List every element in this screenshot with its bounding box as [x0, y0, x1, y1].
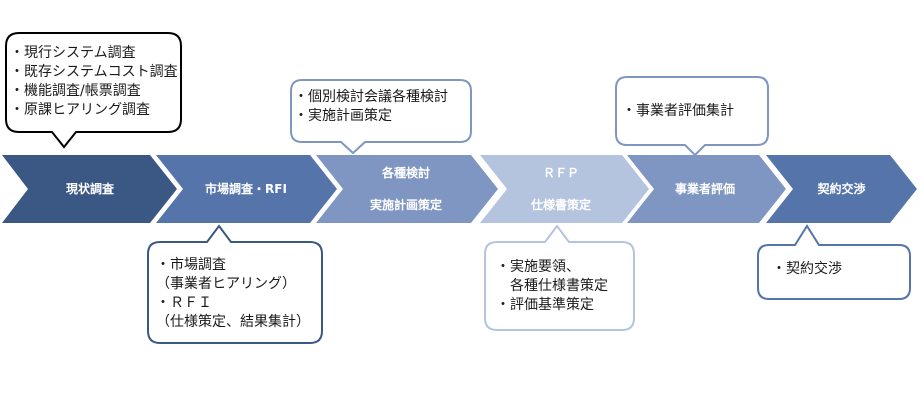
stage-3-label: 各種検討 実施計画策定 — [369, 166, 442, 212]
callout-genjo-text: ・現行システム調査 ・既存システムコスト調査 ・機能調査/帳票調査 ・原課ヒアリ… — [10, 45, 178, 118]
stage-5-label: 事業者評価 — [674, 182, 735, 196]
callout-jigyosha-text: ・事業者評価集計 — [622, 103, 734, 119]
stage-2-chevron — [156, 155, 337, 223]
stage-1-chevron — [2, 155, 177, 223]
callout-keiyaku-text: ・契約交渉 — [772, 261, 842, 277]
stage-1-label: 現状調査 — [65, 182, 114, 196]
callout-jigyosha-shape — [615, 76, 769, 157]
callout-rfp-shape — [484, 224, 635, 331]
callout-rfp-text: ・実施要領、 各種仕様書策定 ・評価基準策定 — [496, 259, 608, 313]
callout-kakushu-shape — [290, 79, 472, 155]
stage-5-chevron — [627, 155, 786, 223]
stage-4-label: ＲＦＰ 仕様書策定 — [530, 166, 591, 212]
stage-2-label: 市場調査・RFI — [205, 182, 287, 196]
callout-shijo-shape — [147, 224, 323, 344]
callout-shijo-text: ・市場調査 （事業者ヒアリング） ・ＲＦＩ （仕様策定、結果集計） — [156, 257, 310, 330]
callout-genjo-shape — [5, 32, 182, 149]
stage-3-chevron — [316, 155, 498, 223]
stage-6-chevron — [766, 155, 917, 223]
stage-6-label: 契約交渉 — [817, 182, 866, 196]
callout-keiyaku-shape — [757, 224, 911, 300]
stage-4-chevron — [480, 155, 649, 223]
callout-kakushu-text: ・個別検討会議各種検討 ・実施計画策定 — [294, 89, 448, 124]
